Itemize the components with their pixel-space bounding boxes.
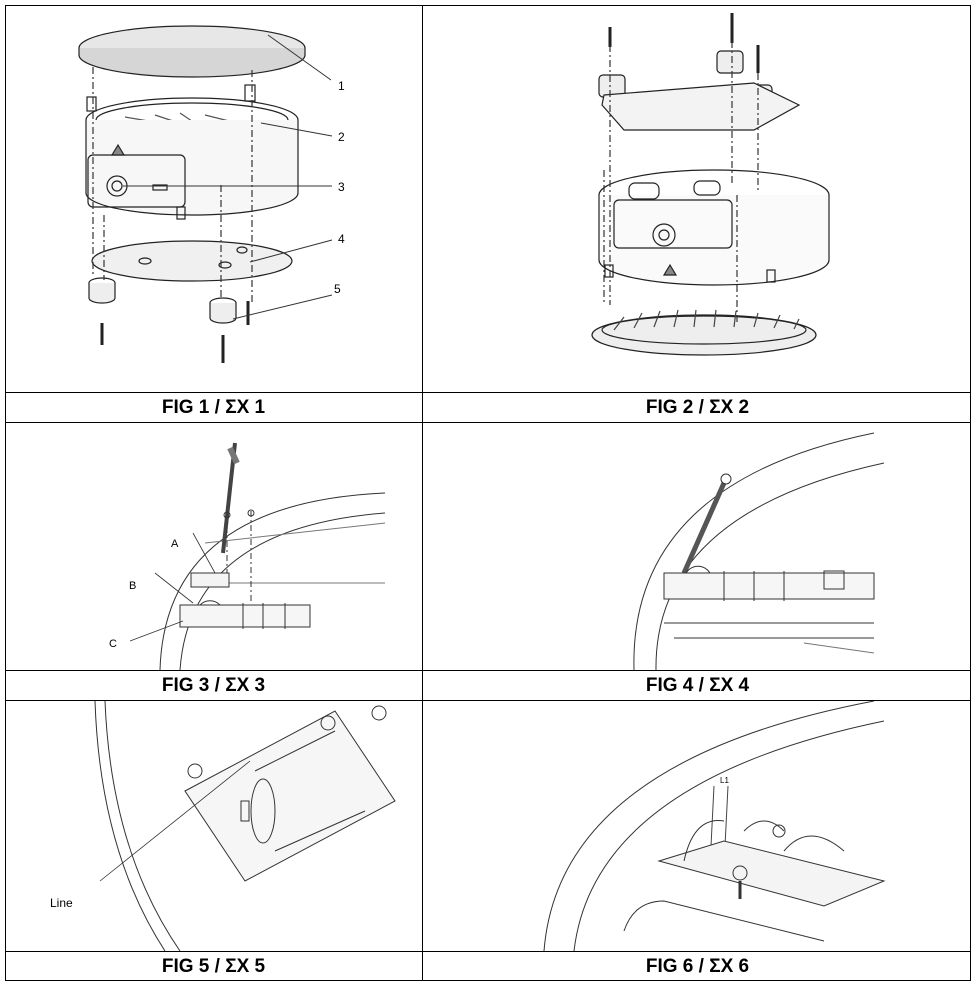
fig2-image: [424, 5, 971, 392]
fig5-image: Line: [5, 701, 422, 951]
callout-1: 1: [338, 79, 345, 93]
callout-5: 5: [334, 282, 341, 296]
callout-2: 2: [338, 130, 345, 144]
fig6-caption: FIG 6 / ΣΧ 6: [645, 955, 750, 977]
label-l1: L1: [720, 776, 729, 785]
grid-line: [5, 670, 971, 671]
fig1-caption: FIG 1 / ΣΧ 1: [161, 397, 266, 418]
figure-sheet: 1 2 3 4 5: [5, 5, 971, 981]
fig1-image: 1 2 3 4 5: [5, 5, 422, 392]
fig4-caption: FIG 4 / ΣΧ 4: [645, 675, 750, 696]
grid-border-left: [5, 5, 6, 981]
fig4-image: [424, 423, 971, 670]
grid-line: [5, 951, 971, 952]
grid-border-top: [5, 5, 971, 6]
label-a: A: [171, 538, 179, 550]
grid-divider-vertical: [422, 5, 423, 981]
fig6-image: L1: [424, 701, 971, 951]
label-b: B: [129, 580, 136, 592]
callout-4: 4: [338, 232, 345, 246]
grid-line: [5, 422, 971, 423]
callout-3: 3: [338, 180, 345, 194]
fig3-image: A B C: [5, 423, 422, 670]
fig3-caption: FIG 3 / ΣΧ 3: [161, 675, 266, 696]
grid-line: [5, 392, 971, 393]
grid-line: [5, 700, 971, 701]
grid-border-bottom: [5, 980, 971, 981]
grid-border-right: [970, 5, 971, 981]
label-line: Line: [50, 896, 73, 910]
fig5-caption: FIG 5 / ΣΧ 5: [161, 955, 266, 977]
label-c: C: [109, 638, 117, 650]
fig2-caption: FIG 2 / ΣΧ 2: [645, 397, 750, 418]
